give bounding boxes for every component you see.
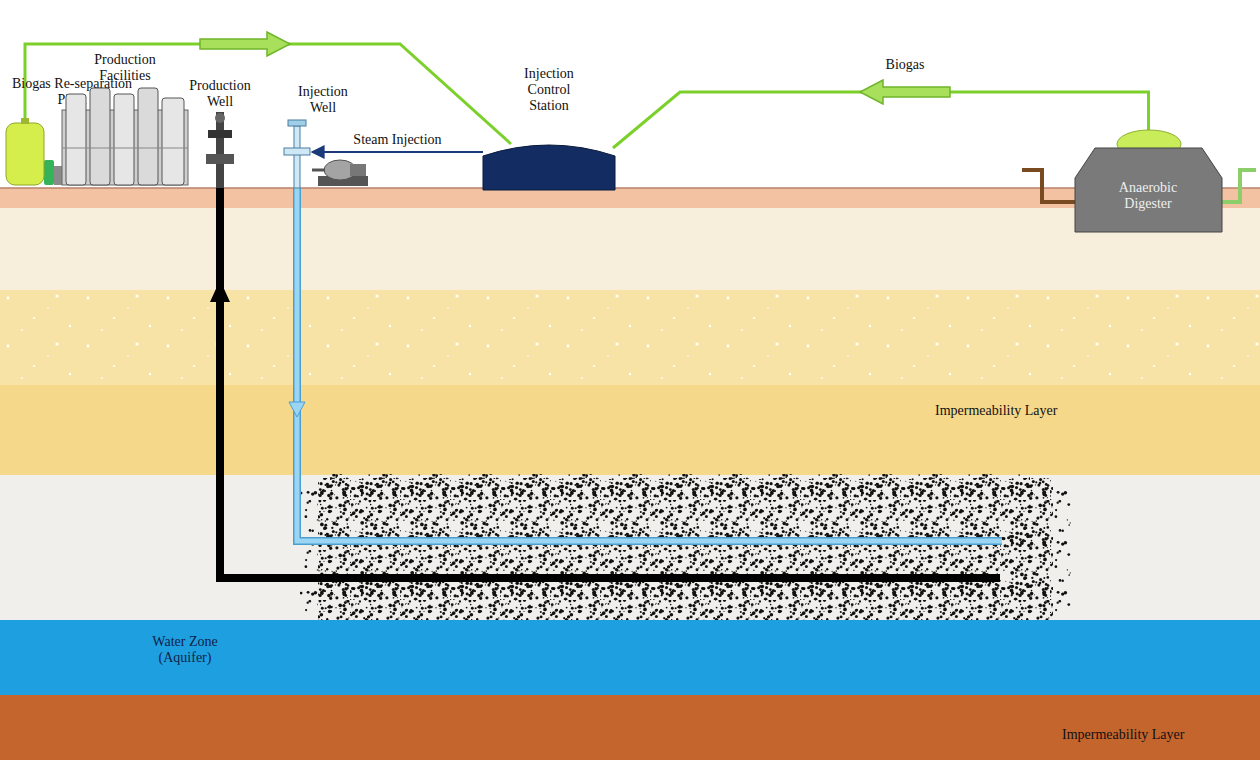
node-label: Impermeability Layer <box>1062 727 1184 743</box>
production-facilities-outline <box>90 88 110 185</box>
production-facilities-outline <box>62 148 188 149</box>
flow-arrow <box>200 32 290 56</box>
impermeable-band: Impermeability Layer <box>0 385 1260 475</box>
production-well-pipe <box>210 280 230 302</box>
node-label: Anaerobic Digester <box>1098 180 1198 212</box>
injection-pump <box>312 160 368 186</box>
oil-reservoir <box>330 474 1030 480</box>
injection-wellhead-outline <box>294 126 300 188</box>
steam-line <box>312 151 483 153</box>
separation-tank-outline <box>6 123 44 185</box>
node-label: Production Facilities <box>85 52 165 84</box>
digester-building-outline <box>1075 148 1222 232</box>
production-facilities-outline <box>66 94 86 185</box>
digester-pipes <box>1222 170 1256 202</box>
soil-layers <box>0 290 1260 385</box>
soil-layers <box>0 385 1260 475</box>
oil-reservoir <box>1053 485 1075 615</box>
production-wellhead: Production Well <box>204 112 236 188</box>
control-station-tank-outline <box>483 145 615 190</box>
aquifer-band: Water Zone (Aquifer) <box>0 620 1260 695</box>
soil-layers <box>0 208 1260 290</box>
edge-label: Biogas <box>883 56 928 73</box>
soil-layers <box>0 620 1260 695</box>
impermeable-band: Impermeability Layer <box>0 695 1260 760</box>
production-facilities-outline <box>162 98 184 185</box>
injection-pump <box>312 169 325 172</box>
separation-tank: Biogas Re-separation Plant <box>5 118 45 186</box>
node-label: Water Zone (Aquifer) <box>135 634 235 666</box>
injection-well-pipe <box>289 402 305 417</box>
node-label: Impermeability Layer <box>935 403 1057 419</box>
separator-equipment <box>44 160 54 185</box>
oil-reservoir <box>300 474 1075 620</box>
soil-layers <box>0 187 1260 189</box>
injection-pump <box>350 164 366 176</box>
injection-well-pipe <box>297 188 1002 541</box>
injection-well-pipe <box>297 188 1002 541</box>
production-wellhead-outline <box>204 112 236 188</box>
production-facilities: Production Facilities <box>62 88 188 185</box>
control-station-tank: Injection Control Station <box>483 138 615 190</box>
node-label: Production Well <box>180 78 260 110</box>
production-wellhead-outline <box>206 154 234 164</box>
digester-building: Anaerobic Digester <box>1075 128 1222 232</box>
production-facilities-outline <box>138 88 158 185</box>
production-wellhead-outline <box>216 112 224 188</box>
production-wellhead-outline <box>208 130 232 138</box>
node-label: Injection Well <box>292 84 354 116</box>
soil-layers <box>0 188 1260 760</box>
edge-label: Steam Injection <box>350 131 444 148</box>
injection-wellhead: Injection Well <box>282 118 312 188</box>
production-well-pipe <box>220 188 1000 578</box>
production-wellhead-outline <box>215 113 225 123</box>
injection-wellhead-outline <box>282 118 312 188</box>
injection-wellhead-outline <box>288 120 306 126</box>
separation-tank-outline <box>5 118 45 186</box>
oil-reservoir <box>318 478 1053 620</box>
node-label: Injection Control Station <box>514 66 584 114</box>
production-facilities-outline <box>114 94 134 185</box>
production-facilities-outline <box>62 88 188 185</box>
separation-tank-outline <box>21 118 29 124</box>
oil-reservoir <box>300 490 318 615</box>
soil-layers <box>0 475 1260 620</box>
soil-layers <box>0 188 1260 208</box>
production-well-pipe <box>210 188 1000 578</box>
separator-equipment <box>44 160 63 185</box>
soil-layers <box>0 695 1260 760</box>
flow-arrow <box>860 80 950 104</box>
injection-well-pipe <box>289 188 1002 541</box>
control-station-tank-outline <box>483 138 615 190</box>
digester-pipes <box>1022 170 1075 202</box>
injection-wellhead-outline <box>284 148 310 155</box>
soil-layers <box>0 290 1260 385</box>
